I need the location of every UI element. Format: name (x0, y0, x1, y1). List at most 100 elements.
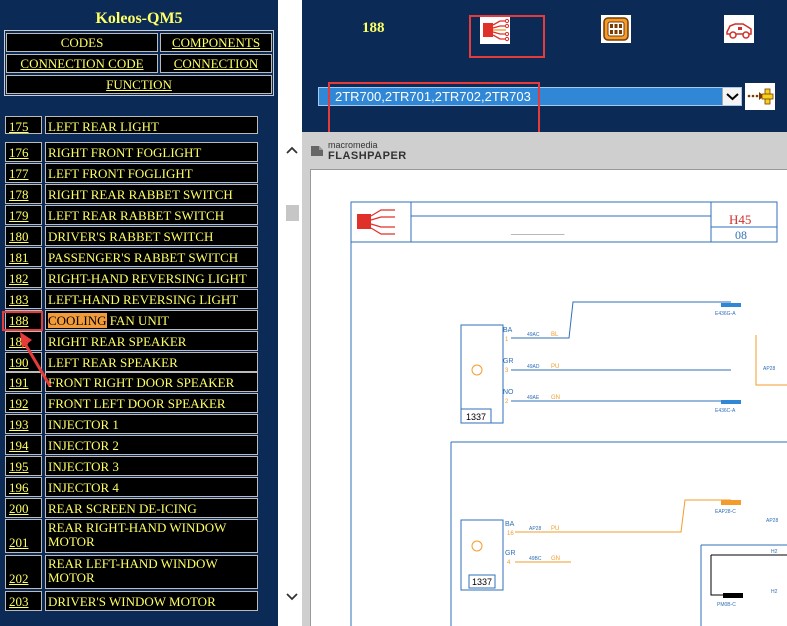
svg-text:2: 2 (505, 399, 509, 405)
components-button[interactable]: COMPONENTS (160, 33, 272, 52)
svg-text:16: 16 (507, 531, 514, 537)
svg-text:49AE: 49AE (527, 395, 540, 401)
list-item-number[interactable]: 178 (5, 184, 42, 204)
list-item-label: RIGHT FRONT FOGLIGHT (45, 142, 258, 162)
scroll-up-icon[interactable] (286, 146, 298, 154)
chevron-down-icon[interactable] (722, 88, 741, 105)
svg-text:49AD: 49AD (527, 364, 540, 370)
wiring-diagram-page: ________________ H45 08 1337 BA 1 GR 3 N… (310, 169, 787, 626)
svg-text:AP28: AP28 (529, 526, 541, 532)
svg-text:4: 4 (507, 560, 511, 566)
connection-select-value: 2TR700,2TR701,2TR702,2TR703 (335, 89, 531, 104)
annotation-arrow-icon (20, 332, 52, 387)
list-item-label-rest: FAN UNIT (106, 313, 170, 328)
list-item-number[interactable]: 201 (5, 519, 42, 553)
svg-text:H2: H2 (771, 549, 778, 555)
connector-wiring-icon (357, 209, 395, 235)
go-arrow-icon[interactable] (745, 83, 775, 110)
svg-text:49BC: 49BC (529, 556, 542, 562)
scroll-thumb[interactable] (286, 205, 299, 221)
list-item-number[interactable]: 194 (5, 435, 42, 455)
flashpaper-brand-small: macromedia (328, 140, 378, 150)
connector-wiring-icon[interactable] (480, 16, 510, 44)
codes-button[interactable]: CODES (6, 33, 158, 52)
list-item-number[interactable]: 181 (5, 247, 42, 267)
list-item-number[interactable]: 182 (5, 268, 42, 288)
list-item-number[interactable]: 183 (5, 289, 42, 309)
flashpaper-logo-icon (311, 146, 323, 156)
nav-frame (4, 30, 274, 96)
svg-text:GR: GR (505, 550, 516, 557)
wiring-diagram: ________________ H45 08 1337 BA 1 GR 3 N… (350, 201, 787, 626)
wire-gr-label: GR (503, 358, 514, 365)
list-item-number[interactable]: 200 (5, 498, 42, 518)
svg-text:E436G-A: E436G-A (715, 311, 736, 317)
list-item-number[interactable]: 202 (5, 555, 42, 589)
list-item-number[interactable]: 196 (5, 477, 42, 497)
list-item-label: LEFT FRONT FOGLIGHT (45, 163, 258, 183)
svg-text:E436C-A: E436C-A (715, 408, 736, 414)
connector-1-label: 1337 (466, 412, 486, 422)
connector-id: 188 (362, 20, 385, 36)
list-item-label: LEFT-HAND REVERSING LIGHT (45, 289, 258, 309)
list-item-number[interactable]: 175 (5, 116, 42, 134)
list-item-number[interactable]: 180 (5, 226, 42, 246)
connection-select[interactable]: 2TR700,2TR701,2TR702,2TR703 (318, 87, 742, 106)
list-item-label: LEFT REAR LIGHT (45, 116, 258, 134)
annotation-box-188 (2, 311, 43, 331)
list-scrollbar[interactable] (262, 132, 278, 626)
search-highlight: COOLING (48, 313, 107, 328)
list-item-label: REAR RIGHT-HAND WINDOW MOTOR (45, 519, 258, 553)
list-item-number[interactable]: 191 (5, 372, 42, 392)
list-item-label: COOLING FAN UNIT (45, 310, 258, 330)
connector-2-label: 1337 (472, 577, 492, 587)
list-item-label: RIGHT-HAND REVERSING LIGHT (45, 268, 258, 288)
connection-button[interactable]: CONNECTION (160, 54, 272, 73)
list-item-number[interactable]: 177 (5, 163, 42, 183)
list-item-number[interactable]: 195 (5, 456, 42, 476)
vehicle-location-icon[interactable] (724, 15, 754, 43)
document-viewer[interactable]: macromedia FLASHPAPER ________________ H… (302, 132, 787, 626)
wire-ba-label: BA (503, 327, 513, 334)
list-item-number[interactable]: 176 (5, 142, 42, 162)
connector-plug-icon[interactable] (601, 15, 631, 43)
annotation-box-select (328, 82, 540, 135)
list-item-label: RIGHT REAR SPEAKER (45, 331, 258, 351)
svg-text:1: 1 (505, 337, 509, 343)
list-item-number[interactable]: 193 (5, 414, 42, 434)
svg-text:H2: H2 (771, 589, 778, 595)
scroll-down-icon[interactable] (286, 593, 298, 601)
list-item-number[interactable]: 203 (5, 591, 42, 611)
svg-text:AP28: AP28 (766, 518, 778, 524)
svg-text:GN: GN (551, 395, 560, 401)
function-button[interactable]: FUNCTION (6, 75, 272, 94)
list-item-number[interactable]: 192 (5, 393, 42, 413)
connection-code-button[interactable]: CONNECTION CODE (6, 54, 158, 73)
diagram-code: H45 (729, 212, 751, 227)
list-item-label: FRONT RIGHT DOOR SPEAKER (45, 372, 258, 392)
diagram-sub: 08 (735, 228, 747, 242)
list-item-number[interactable]: 179 (5, 205, 42, 225)
svg-text:AP28: AP28 (763, 366, 775, 372)
